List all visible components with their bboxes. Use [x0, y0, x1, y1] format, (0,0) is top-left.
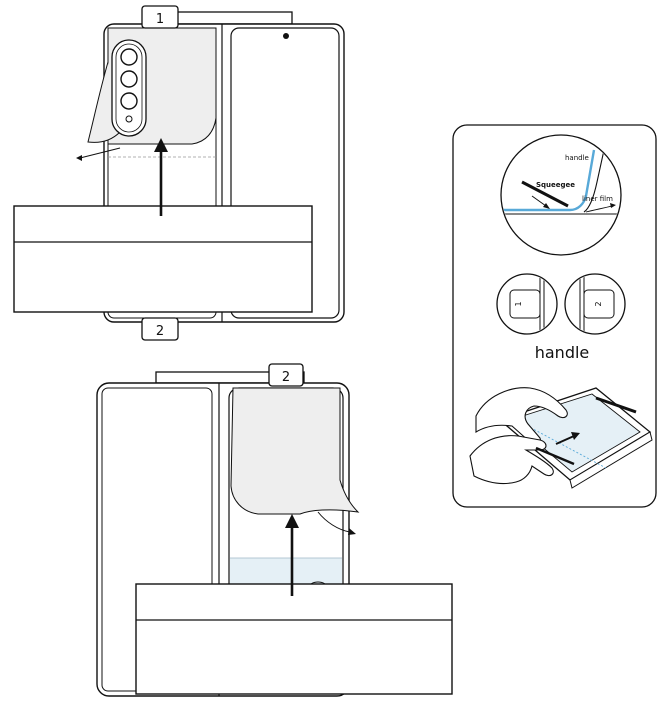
punch-hole-camera — [283, 33, 289, 39]
squeegee-direction-arrowhead — [543, 203, 550, 209]
apply-direction-arrow — [555, 435, 575, 445]
camera-lens-2 — [120, 70, 138, 88]
liner-peel-arrowhead — [610, 203, 616, 208]
camera-lens-3 — [120, 92, 138, 110]
squeegee-icon — [521, 180, 569, 208]
step1-alignment-tray — [13, 205, 313, 313]
step1-push-arrowhead — [154, 138, 168, 152]
device-edge — [569, 431, 653, 489]
step2-alignment-tray — [135, 583, 453, 695]
handle-detail-2: 2 — [564, 273, 626, 335]
squeegee-direction-arrow — [531, 195, 547, 207]
step2-push-arrowhead — [285, 514, 299, 528]
hand-squeegee-icon — [535, 446, 575, 466]
step1-peel-arrow — [79, 147, 121, 159]
step2-top-tab-number: 2 — [282, 370, 290, 385]
step2-figure: 2 — [96, 363, 453, 697]
camera-lens-1 — [120, 48, 138, 66]
handle-2-glyph: 2 — [594, 301, 603, 306]
camera-module — [111, 39, 147, 137]
magnifier-liner-curve — [583, 149, 605, 213]
device-tab-bar — [595, 396, 637, 414]
squeegee-label: Squeegee — [536, 181, 575, 189]
film-guide-line — [519, 421, 607, 469]
step1-top-tab — [141, 5, 179, 29]
step1-top-tab-number: 1 — [156, 12, 164, 27]
handle-small-label: handle — [565, 154, 589, 162]
step1-peel-arrowhead — [76, 155, 82, 161]
liner-peel-arrow — [585, 205, 613, 213]
step2-top-tab — [268, 363, 304, 387]
camera-flash — [125, 115, 133, 123]
hands-applying-illustration — [469, 387, 653, 489]
magnifier-circle: handle Squeegee liner film — [500, 134, 622, 256]
handle-caption: handle — [535, 343, 590, 362]
step1-bottom-tab-number: 2 — [156, 324, 164, 339]
liner-film-label: liner film — [582, 195, 613, 203]
lower-hand — [469, 435, 554, 485]
step1-top-bar — [159, 11, 293, 25]
step2-peel-arrow — [317, 511, 351, 533]
camera-module-inner — [115, 43, 143, 133]
magnifier-blue-film — [502, 149, 596, 212]
step2-peel-arrowhead — [348, 528, 356, 535]
inset-panel: handle Squeegee liner film 1 2 — [452, 124, 657, 508]
handle-detail-1: 1 — [496, 273, 558, 335]
step1-bottom-tab — [141, 317, 179, 341]
step1-figure: 1 2 — [13, 5, 345, 341]
apply-direction-arrowhead — [571, 432, 580, 440]
step2-liner-film — [230, 387, 360, 515]
handle-1-glyph: 1 — [514, 301, 523, 306]
